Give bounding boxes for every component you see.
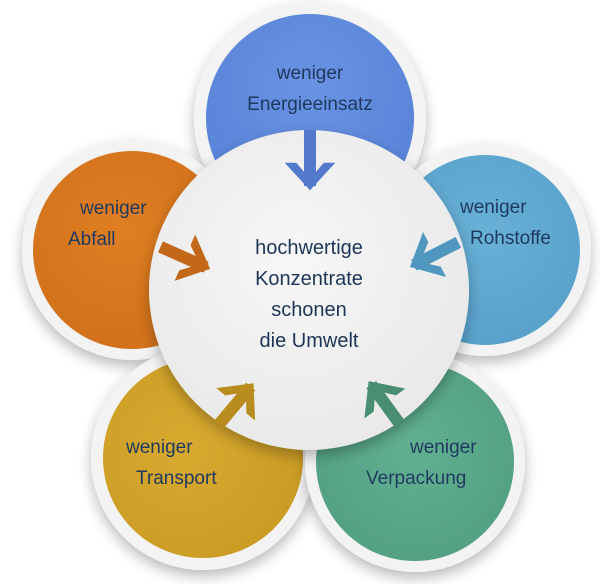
petal-label-line: Verpackung: [366, 468, 467, 489]
petal-label-line: Abfall: [68, 229, 116, 250]
petal-label-line: weniger: [80, 198, 147, 219]
petal-label-line: weniger: [126, 437, 193, 458]
arrow-icon-bottom-left: [213, 382, 256, 429]
center-circle: [149, 130, 469, 450]
center-label-line: schonen: [271, 299, 347, 321]
petal-label-line: Energieeinsatz: [247, 94, 373, 115]
petal-label-line: weniger: [410, 437, 477, 458]
petal-label-transport: weniger Transport: [118, 432, 238, 494]
arrow-icon-right: [409, 231, 462, 278]
center-label-line: Konzentrate: [255, 268, 363, 290]
center-label-line: hochwertige: [255, 237, 363, 259]
center-label: hochwertige Konzentrate schonen die Umwe…: [219, 233, 399, 357]
petal-label-verpackung: weniger Verpackung: [362, 432, 492, 494]
petal-label-energieeinsatz: weniger Energieeinsatz: [230, 58, 390, 120]
petal-label-line: weniger: [276, 63, 344, 84]
arrow-icon-top: [284, 130, 336, 191]
petal-label-line: weniger: [460, 197, 527, 218]
arrow-icon-left: [158, 234, 211, 281]
center-label-line: die Umwelt: [259, 330, 359, 352]
petal-label-abfall: weniger Abfall: [68, 193, 168, 255]
petal-label-line: Transport: [136, 468, 217, 489]
petal-label-rohstoffe: weniger Rohstoffe: [452, 192, 572, 254]
arrow-icon-bottom-right: [364, 381, 406, 429]
petal-label-line: Rohstoffe: [470, 228, 551, 249]
